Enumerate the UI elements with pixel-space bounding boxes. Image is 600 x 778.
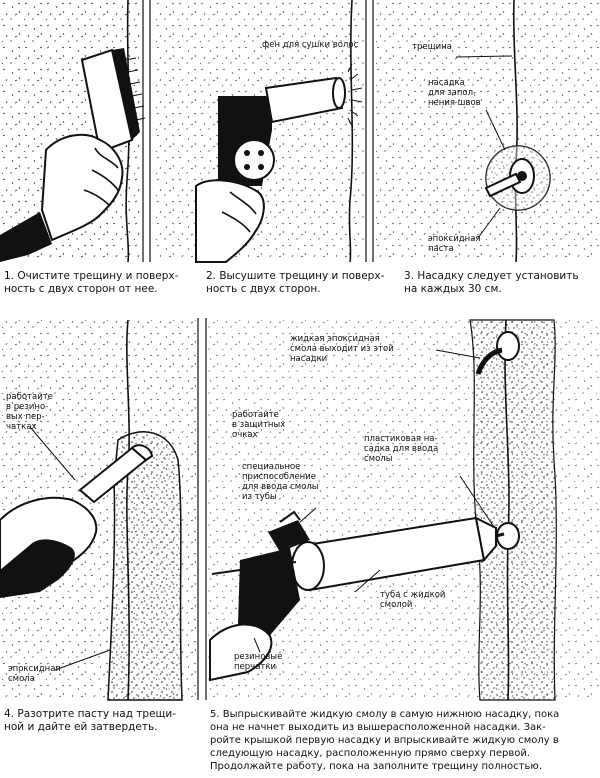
- crack-line: [125, 0, 130, 263]
- pointer-gloves: [29, 426, 76, 481]
- crack-line: [348, 0, 354, 263]
- label-liquid-epoxy: жидкая эпоксидная смола выходит из этой …: [290, 334, 394, 364]
- panel-3-art: [376, 0, 600, 263]
- pointer-special-device: [299, 507, 317, 523]
- label-crack: трещина: [412, 42, 452, 52]
- gloved-hand-icon: [0, 496, 98, 598]
- label-hair-dryer: фен для сушки волос: [262, 40, 359, 50]
- pointer-epoxy: [54, 649, 111, 671]
- pointer-paste: [477, 207, 501, 239]
- hand-icon: [0, 133, 124, 262]
- caption-step-5: 5. Выпрыскивайте жидкую смолу в самую ни…: [210, 709, 560, 772]
- pointer-plastic-nozzle: [459, 475, 497, 531]
- pointer-tube: [354, 569, 381, 593]
- caption-step-2: 2. Высушите трещину и поверх- ность с дв…: [206, 270, 385, 295]
- panel-2-art: [152, 0, 364, 263]
- upper-nozzle-icon: [475, 331, 520, 375]
- caption-step-4: 4. Разотрите пасту над трещи- ной и дайт…: [4, 708, 177, 733]
- panel-1-art: [0, 0, 146, 263]
- pointer-crack: [455, 55, 513, 58]
- nozzle-icon: [484, 145, 551, 211]
- label-rubber-gloves: резиновые перчатки: [234, 652, 283, 672]
- label-nozzle: насадка для запол- нения швов: [428, 78, 481, 108]
- panel-5-art: [208, 319, 600, 701]
- caption-step-3: 3. Насадку следует установить на каждых …: [404, 270, 579, 295]
- hand-icon: [195, 179, 265, 263]
- label-epoxy-paste: эпоксидная паста: [428, 234, 481, 254]
- epoxy-strip: [107, 431, 183, 701]
- hair-dryer-icon: [218, 63, 363, 186]
- putty-knife-icon: [78, 444, 154, 504]
- panel-4-art: [0, 319, 196, 701]
- pointer-liquid-epoxy: [435, 349, 481, 359]
- label-goggles: работайте в защитных очках: [232, 410, 286, 440]
- caulking-gun-icon: [209, 510, 505, 682]
- label-gloves: работайте в резино- вых пер- чатках: [6, 392, 53, 432]
- brush-icon: [80, 48, 146, 154]
- pointer-nozzle: [485, 109, 506, 151]
- caption-step-1: 1. Очистите трещину и поверх- ность с дв…: [4, 270, 179, 295]
- label-special-device: специальное приспособление для ввода смо…: [242, 462, 319, 502]
- panel-dividers: [142, 0, 374, 700]
- label-epoxy-resin: эпоксидная смола: [8, 664, 61, 684]
- epoxy-strip: [469, 319, 557, 701]
- label-tube: туба с жидкой смолой: [380, 590, 446, 610]
- pointer-rubber-gloves: [253, 637, 261, 653]
- label-plastic-nozzle: пластиковая на- садка для ввода смолы: [364, 434, 439, 464]
